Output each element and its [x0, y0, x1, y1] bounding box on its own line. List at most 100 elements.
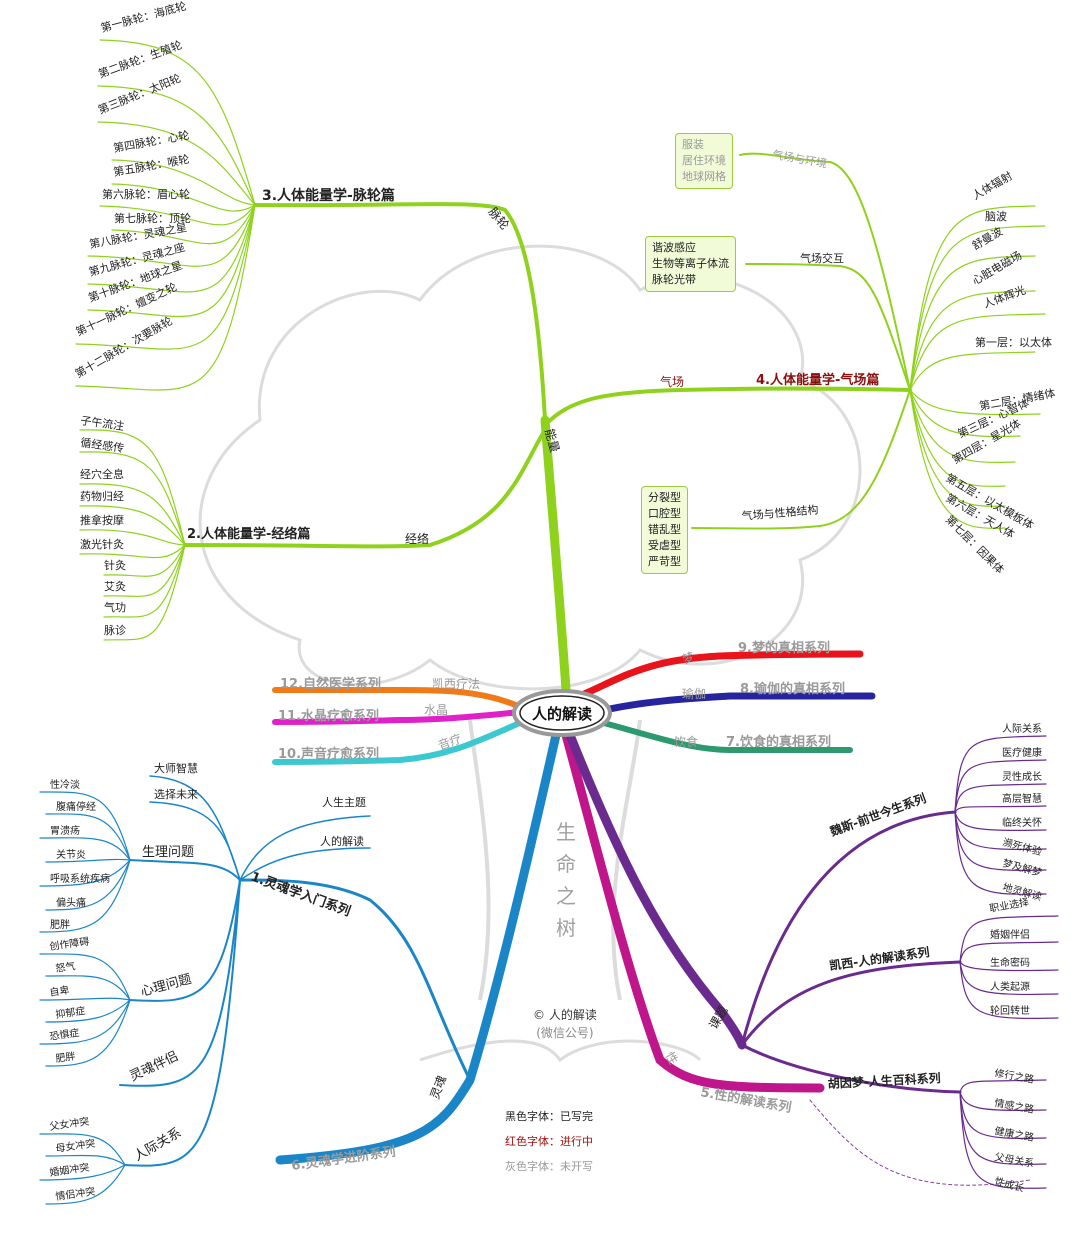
branch-title-b9[interactable]: 9.梦的真相系列 — [738, 640, 830, 656]
course-title-wei[interactable]: 魏斯-前世今生系列 — [827, 790, 928, 839]
branch-title-b8[interactable]: 8.瑜伽的真相系列 — [740, 681, 845, 697]
env-box: 服装 居住环境 地球网格 — [675, 133, 733, 189]
group-item[interactable]: 情侣冲突 — [55, 1185, 96, 1203]
qi-item-link — [909, 205, 1036, 391]
chakra-item[interactable]: 第一脉轮：海底轮 — [99, 0, 188, 35]
branch-title-b3[interactable]: 3.人体能量学-脉轮篇 — [262, 187, 395, 204]
wei-item[interactable]: 濒死体验 — [1001, 835, 1043, 858]
tree-char-4: 树 — [556, 916, 576, 940]
group-item-link — [45, 1154, 126, 1166]
group-item-link — [45, 859, 131, 911]
kaixi-item[interactable]: 职业选择 — [988, 895, 1030, 915]
chakra-link — [99, 39, 256, 206]
qi-item[interactable]: 人体辉光 — [981, 283, 1027, 311]
branch-title-b4[interactable]: 4.人体能量学-气场篇 — [756, 372, 879, 388]
qi-item-link — [909, 351, 1036, 391]
group-item[interactable]: 父女冲突 — [49, 1115, 90, 1133]
b1-item[interactable]: 人的解读 — [320, 834, 364, 848]
kaixi-item[interactable]: 轮回转世 — [990, 1004, 1030, 1017]
branch-title-b12[interactable]: 12.自然医学系列 — [280, 676, 381, 692]
wei-item[interactable]: 医疗健康 — [1002, 746, 1042, 759]
wei-item-link — [954, 811, 1047, 871]
group-item[interactable]: 偏头痛 — [56, 896, 86, 909]
meridian-link — [79, 429, 186, 546]
group-label[interactable]: 心理问题 — [139, 972, 193, 1000]
hu-item[interactable]: 性成长 — [993, 1174, 1025, 1194]
qi-item[interactable]: 脑波 — [985, 210, 1007, 223]
center-node[interactable]: 人的解读 — [512, 689, 612, 737]
meridian-item[interactable]: 推拿按摩 — [80, 513, 124, 527]
b1-item[interactable]: 人生主题 — [322, 795, 366, 809]
wei-item-link — [954, 811, 1047, 832]
group-label[interactable]: 人际关系 — [132, 1125, 185, 1164]
link-label-meridian: 经络 — [405, 531, 429, 546]
group-item[interactable]: 关节炎 — [56, 848, 86, 861]
branch-title-b1[interactable]: 1.灵魂学入门系列 — [249, 869, 353, 920]
wei-item[interactable]: 临终关怀 — [1002, 816, 1042, 829]
b1-top-item[interactable]: 大师智慧 — [154, 761, 198, 775]
chakra-item[interactable]: 第四脉轮：心轮 — [112, 128, 190, 155]
meridian-item[interactable]: 循经感传 — [80, 436, 125, 455]
center-label: 人的解读 — [532, 705, 592, 723]
meridian-item[interactable]: 药物归经 — [80, 489, 124, 503]
env-item: 居住环境 — [682, 154, 726, 167]
meridian-item[interactable]: 艾灸 — [104, 579, 126, 593]
qi-item[interactable]: 舒曼波 — [970, 224, 1006, 253]
group-item[interactable]: 母女冲突 — [55, 1137, 96, 1155]
link-sound — [272, 719, 525, 765]
course-title-hu[interactable]: 胡因梦-人生百科系列 — [827, 1070, 941, 1091]
hu-item[interactable]: 健康之路 — [993, 1124, 1035, 1144]
branch-title-b11[interactable]: 11.水晶疗愈系列 — [278, 708, 379, 724]
group-label[interactable]: 生理问题 — [142, 845, 194, 860]
group-item[interactable]: 恐惧症 — [49, 1026, 81, 1043]
qi-item-link — [909, 290, 1036, 391]
group-item[interactable]: 胃溃疡 — [50, 824, 80, 837]
hu-item[interactable]: 修行之路 — [993, 1066, 1035, 1086]
chakra-item[interactable]: 第五脉轮：喉轮 — [112, 152, 190, 179]
group-item[interactable]: 创作障碍 — [49, 935, 90, 953]
qi-env-label: 气场与环境 — [771, 147, 828, 170]
group-item[interactable]: 自卑 — [49, 983, 71, 999]
branch-title-b6[interactable]: 6.灵魂学进阶系列 — [290, 1144, 396, 1174]
qi-pers-label: 气场与性格结构 — [741, 502, 819, 523]
chakra-link — [87, 204, 256, 317]
qi-item[interactable]: 心脏电磁场 — [970, 248, 1025, 288]
group-item[interactable]: 怒气 — [55, 959, 77, 975]
kaixi-item[interactable]: 人类起源 — [990, 980, 1030, 993]
wei-item[interactable]: 灵性成长 — [1002, 770, 1042, 783]
meridian-item[interactable]: 针灸 — [104, 558, 126, 572]
meridian-item[interactable]: 气功 — [104, 600, 126, 614]
branch-title-b2[interactable]: 2.人体能量学-经络篇 — [187, 526, 310, 542]
wei-item[interactable]: 梦及解梦 — [1001, 856, 1043, 879]
chakra-item[interactable]: 第七脉轮：顶轮 — [114, 211, 191, 225]
qi-item[interactable]: 人体辐射 — [970, 168, 1015, 202]
kaixi-item[interactable]: 婚姻伴侣 — [990, 928, 1030, 941]
group-item[interactable]: 婚姻冲突 — [49, 1161, 90, 1179]
branch-title-b10[interactable]: 10.声音疗愈系列 — [278, 746, 379, 762]
qi-item-link — [909, 389, 1006, 487]
group-label[interactable]: 灵魂伴侣 — [127, 1048, 181, 1084]
group-item[interactable]: 呼吸系统疾病 — [50, 872, 110, 885]
b1-top-item[interactable]: 选择未来 — [154, 787, 198, 801]
qi-item[interactable]: 第一层：以太体 — [975, 335, 1052, 349]
group-item[interactable]: 性冷淡 — [50, 778, 80, 791]
chakra-item[interactable]: 第六脉轮：眉心轮 — [102, 187, 190, 201]
meridian-item[interactable]: 经穴全息 — [80, 467, 124, 481]
group-item[interactable]: 肥胖 — [55, 1050, 76, 1065]
link-yoga — [601, 692, 876, 714]
group-item[interactable]: 抑郁症 — [55, 1004, 87, 1021]
group-item[interactable]: 肥胖 — [50, 919, 70, 931]
group-item[interactable]: 腹痛停经 — [56, 800, 96, 813]
meridian-item[interactable]: 子午流注 — [80, 413, 126, 433]
wei-item[interactable]: 高层智慧 — [1002, 792, 1042, 805]
meridian-item[interactable]: 脉诊 — [104, 623, 126, 637]
meridian-link — [103, 544, 186, 618]
branch-title-b7[interactable]: 7.饮食的真相系列 — [726, 734, 831, 750]
link-label-dream: 梦 — [680, 650, 696, 667]
hu-item[interactable]: 父母关系 — [993, 1150, 1035, 1170]
kaixi-item[interactable]: 生命密码 — [990, 956, 1030, 969]
meridian-item[interactable]: 激光针灸 — [80, 537, 124, 551]
b1-item-link — [239, 815, 371, 881]
hu-item[interactable]: 情感之路 — [993, 1096, 1035, 1116]
wei-item[interactable]: 人际关系 — [1002, 722, 1042, 735]
